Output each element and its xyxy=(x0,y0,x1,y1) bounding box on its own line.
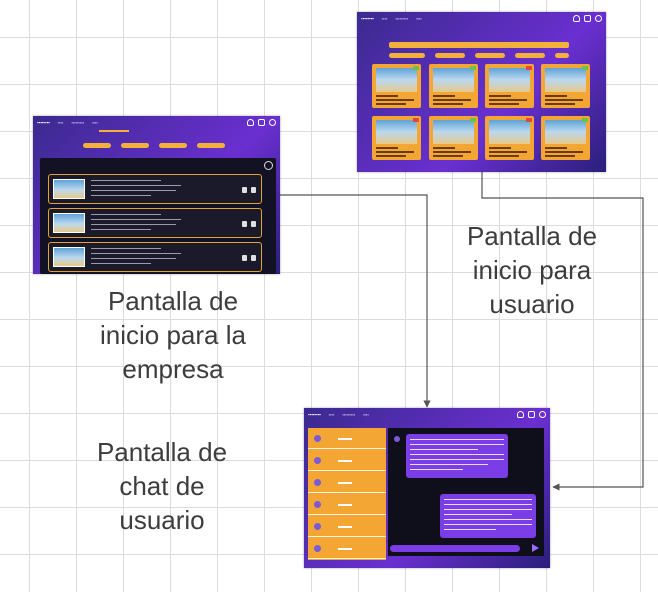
message-icon[interactable] xyxy=(584,14,591,22)
listing-tile[interactable] xyxy=(485,64,534,108)
listing-tile[interactable] xyxy=(541,116,590,160)
chat-contact-list xyxy=(308,428,386,560)
message-icon[interactable] xyxy=(258,118,265,126)
nav-link[interactable]: ▪▪▪▪ xyxy=(57,119,64,125)
navbar: ▪▪▪▪▪▪▪▪ ▪▪▪▪ ▪▪▪▪▪▪▪▪▪ ▪▪▪▪ xyxy=(304,408,550,420)
nav-link[interactable]: ▪▪▪▪▪▪▪▪▪ xyxy=(342,411,356,417)
user-icon[interactable] xyxy=(595,14,602,22)
arrow-empresa-to-chat xyxy=(280,194,431,408)
user-icon[interactable] xyxy=(269,118,276,126)
message-bubble-received xyxy=(406,434,508,478)
nav-link[interactable]: ▪▪▪▪ xyxy=(363,411,369,417)
listing-tile[interactable] xyxy=(485,116,534,160)
label-usuario-home: Pantalla de inicio para usuario xyxy=(466,221,598,319)
filter-pill[interactable] xyxy=(159,143,187,148)
usuario-home-screen: ▪▪▪▪▪▪▪▪ ▪▪▪▪ ▪▪▪▪▪▪▪▪▪ ▪▪▪▪ xyxy=(357,12,606,172)
listing-tile[interactable] xyxy=(372,116,421,160)
navbar: ▪▪▪▪▪▪▪▪ ▪▪▪▪ ▪▪▪▪▪▪▪▪▪ ▪▪▪▪ xyxy=(33,116,280,128)
filter-pill[interactable] xyxy=(555,53,569,58)
user-icon[interactable] xyxy=(539,410,546,418)
trash-icon[interactable] xyxy=(251,221,256,227)
empresa-home-screen: ▪▪▪▪▪▪▪▪ ▪▪▪▪ ▪▪▪▪▪▪▪▪▪ ▪▪▪▪ xyxy=(33,116,280,274)
trash-icon[interactable] xyxy=(251,255,256,261)
listing-card[interactable] xyxy=(48,208,262,238)
listing-image xyxy=(53,179,85,199)
avatar xyxy=(314,545,321,552)
filter-pill[interactable] xyxy=(121,143,149,148)
chat-message-area xyxy=(388,428,544,556)
avatar xyxy=(314,457,321,464)
chat-contact[interactable] xyxy=(308,472,386,493)
section-heading-bar xyxy=(99,130,129,132)
chat-screen: ▪▪▪▪▪▪▪▪ ▪▪▪▪ ▪▪▪▪▪▪▪▪▪ ▪▪▪▪ xyxy=(304,408,550,568)
bell-icon[interactable] xyxy=(517,410,524,418)
chat-contact[interactable] xyxy=(308,428,386,449)
edit-icon[interactable] xyxy=(242,187,247,193)
trash-icon[interactable] xyxy=(251,187,256,193)
listing-tile[interactable] xyxy=(429,116,478,160)
filter-pill[interactable] xyxy=(515,53,545,58)
filter-pill[interactable] xyxy=(435,53,465,58)
listing-card[interactable] xyxy=(48,174,262,204)
label-empresa-home: Pantalla de inicio para la empresa xyxy=(100,286,246,384)
avatar xyxy=(314,523,321,530)
send-icon[interactable] xyxy=(532,544,539,552)
bell-icon[interactable] xyxy=(247,118,254,126)
avatar xyxy=(314,435,321,442)
filter-pill[interactable] xyxy=(389,53,425,58)
nav-link[interactable]: ▪▪▪▪ xyxy=(416,15,422,21)
chat-contact[interactable] xyxy=(308,538,386,559)
edit-icon[interactable] xyxy=(242,255,247,261)
label-chat: Pantalla de chat de usuario xyxy=(96,437,228,535)
avatar xyxy=(394,436,400,442)
nav-link[interactable]: ▪▪▪▪▪▪▪▪▪ xyxy=(395,15,409,21)
avatar xyxy=(314,501,321,508)
arrow-usuario-to-chat xyxy=(481,172,644,491)
chat-contact[interactable] xyxy=(308,494,386,515)
avatar xyxy=(314,479,321,486)
nav-link[interactable]: ▪▪▪▪ xyxy=(381,15,388,21)
brand-logo-text: ▪▪▪▪▪▪▪▪ xyxy=(308,411,321,417)
message-input[interactable] xyxy=(390,545,520,552)
filter-pill[interactable] xyxy=(197,143,225,148)
edit-icon[interactable] xyxy=(242,221,247,227)
listing-tile[interactable] xyxy=(541,64,590,108)
search-bar[interactable] xyxy=(389,42,569,48)
listing-tile[interactable] xyxy=(372,64,421,108)
chat-contact[interactable] xyxy=(308,516,386,537)
nav-link[interactable]: ▪▪▪▪ xyxy=(328,411,335,417)
message-bubble-sent xyxy=(440,494,536,538)
listing-tile[interactable] xyxy=(429,64,478,108)
nav-link[interactable]: ▪▪▪▪ xyxy=(92,119,98,125)
message-icon[interactable] xyxy=(528,410,535,418)
filter-pill[interactable] xyxy=(475,53,505,58)
brand-logo-text: ▪▪▪▪▪▪▪▪ xyxy=(37,119,50,125)
add-icon[interactable] xyxy=(264,161,273,170)
listing-card[interactable] xyxy=(48,242,262,272)
navbar: ▪▪▪▪▪▪▪▪ ▪▪▪▪ ▪▪▪▪▪▪▪▪▪ ▪▪▪▪ xyxy=(357,12,606,24)
listing-image xyxy=(53,213,85,233)
nav-link[interactable]: ▪▪▪▪▪▪▪▪▪ xyxy=(71,119,85,125)
brand-logo-text: ▪▪▪▪▪▪▪▪ xyxy=(361,15,374,21)
filter-pill[interactable] xyxy=(83,143,111,148)
listing-image xyxy=(53,247,85,267)
listing-panel xyxy=(40,158,276,274)
chat-contact[interactable] xyxy=(308,450,386,471)
bell-icon[interactable] xyxy=(573,14,580,22)
